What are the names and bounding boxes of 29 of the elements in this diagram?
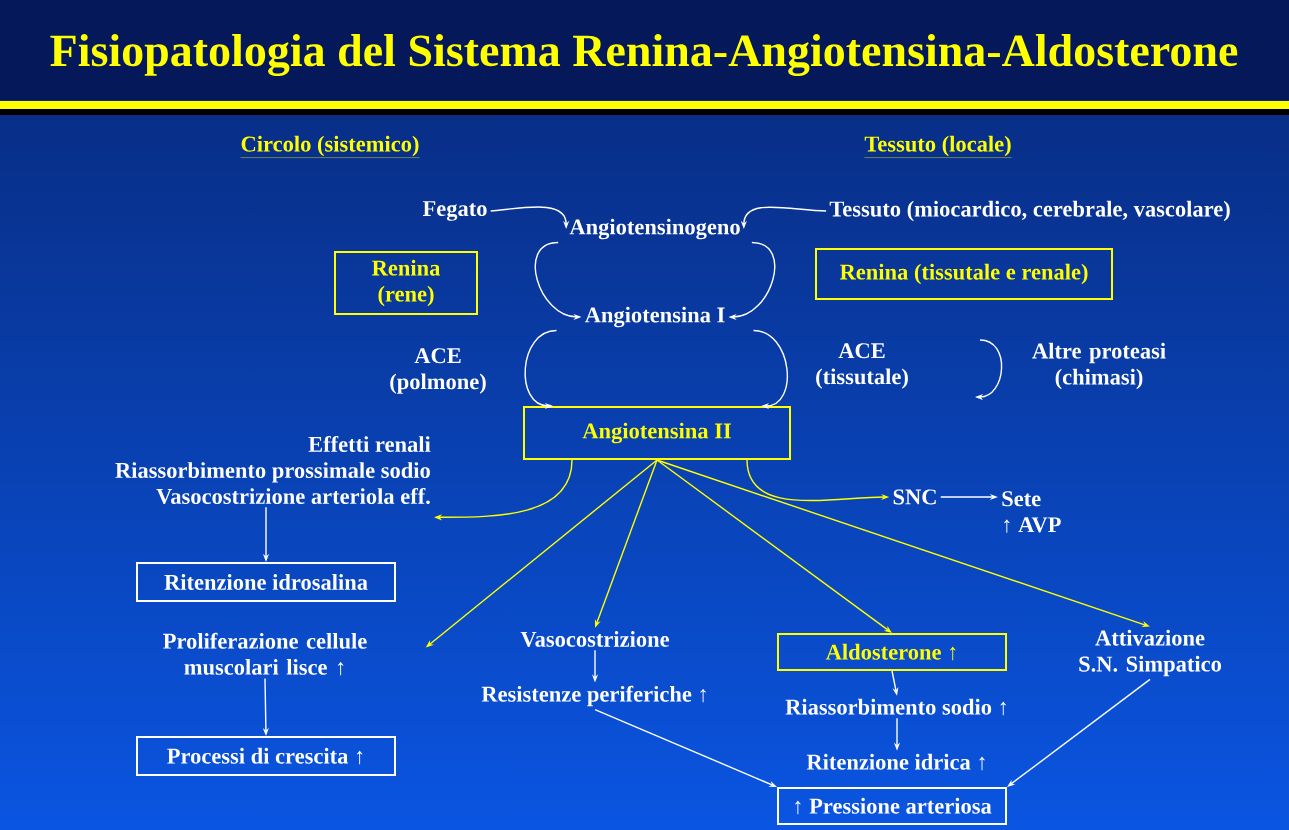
term-label: Proliferazione cellule muscolari lisce ↑ bbox=[163, 632, 367, 676]
title-text: Fisiopatologia del Sistema Renina-Angiotensina-Aldosterone bbox=[50, 33, 1238, 77]
term-label: Angiotensinogeno bbox=[569, 218, 740, 240]
arrow bbox=[1007, 678, 1151, 787]
term-label: Fegato bbox=[422, 201, 487, 221]
arrow bbox=[656, 459, 892, 633]
enzyme-label: ACE (tissutale) bbox=[816, 343, 908, 389]
term-label: Effetti renali Riassorbimento prossimale sodio Vasocostrizione arteriola eff. bbox=[115, 435, 431, 505]
process-box: Ritenzione idrosalina bbox=[136, 562, 396, 602]
term-label: Attivazione S.N. Simpatico bbox=[1079, 629, 1222, 677]
term-label: Angiotensina I bbox=[584, 306, 725, 328]
enzyme-label: ACE (polmone) bbox=[390, 348, 486, 394]
term-label: SNC bbox=[893, 489, 936, 505]
column-heading: Tessuto (locale) bbox=[864, 135, 1012, 158]
term-label: Sete ↑ AVP bbox=[1002, 491, 1061, 533]
curved-arrow bbox=[752, 329, 788, 410]
process-box: Angiotensina II bbox=[523, 406, 791, 460]
term-label: Ritenzione idrica ↑ bbox=[806, 753, 985, 771]
process-box: Renina (tissutale e renale) bbox=[815, 248, 1113, 300]
process-box: Renina (rene) bbox=[334, 251, 478, 315]
column-heading: Circolo (sistemico) bbox=[240, 135, 420, 158]
term-label: Resistenze periferiche ↑ bbox=[481, 685, 706, 707]
enzyme-label: Altre proteasi (chimasi) bbox=[1032, 342, 1166, 390]
process-box: Processi di crescita ↑ bbox=[136, 736, 396, 776]
process-box: Aldosterone ↑ bbox=[777, 633, 1007, 671]
process-box: ↑ Pressione arteriosa bbox=[777, 787, 1007, 825]
term-label: Riassorbimento sodio ↑ bbox=[785, 698, 1006, 716]
term-label: Tessuto (miocardico, cerebrale, vascolare) bbox=[829, 200, 1230, 222]
term-label: Vasocostrizione bbox=[520, 631, 670, 647]
